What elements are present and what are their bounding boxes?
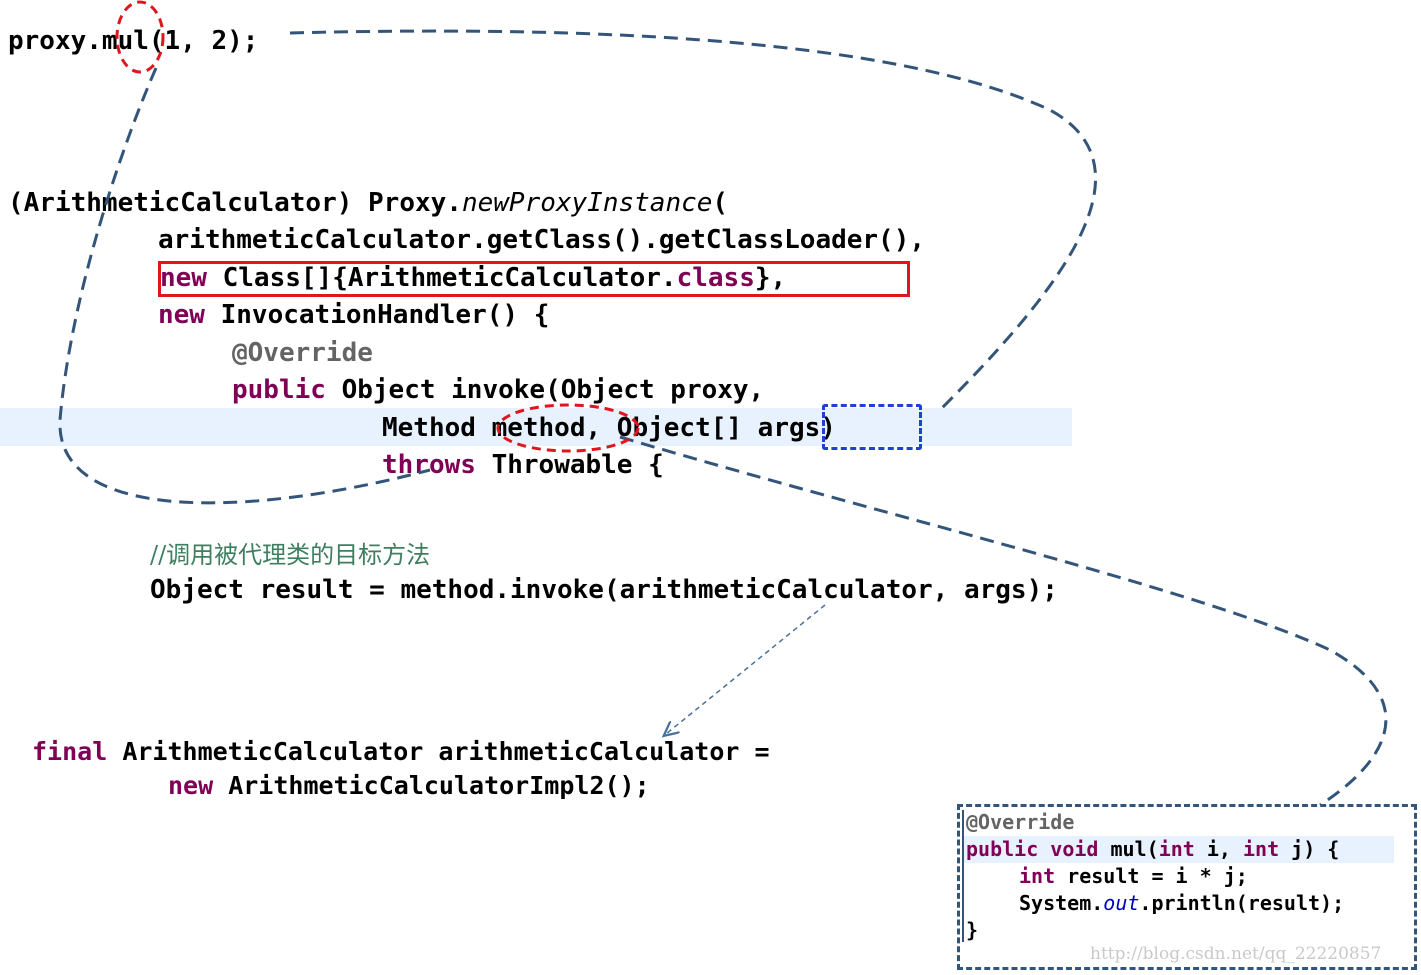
impl-body-line-2: System.out.println(result);	[1019, 890, 1344, 917]
args-blue-box	[822, 404, 922, 450]
keyword-void: void	[1038, 837, 1099, 861]
new-proxy-instance-line: (ArithmeticCalculator) Proxy.newProxyIns…	[8, 185, 728, 223]
throwable-text: Throwable {	[475, 450, 664, 480]
keyword-int: int	[1242, 837, 1280, 861]
method-red-ellipse	[496, 403, 640, 453]
mul-red-ellipse	[115, 0, 165, 74]
system-text: System.	[1019, 891, 1104, 915]
class-array-text: Class[]{ArithmeticCalculator.	[206, 263, 677, 293]
mul-loop-path	[58, 67, 431, 505]
param-i: i,	[1194, 837, 1243, 861]
call-args: (1, 2);	[148, 26, 259, 56]
method-invoke-line: Object result = method.invoke(arithmetic…	[150, 575, 1058, 605]
impl-constructor-text: ArithmeticCalculatorImpl2();	[213, 771, 650, 800]
watermark-text: http://blog.csdn.net/qq_22220857	[1090, 944, 1382, 964]
proxy-call-line: proxy.mul(1, 2);	[8, 23, 258, 61]
call-method-name: mul	[101, 26, 149, 56]
classloader-arg-line: arithmeticCalculator.getClass().getClass…	[158, 225, 926, 255]
invoke-signature-line: public Object invoke(Object proxy,	[232, 372, 764, 410]
mul-to-args-path	[289, 29, 1097, 412]
override-annotation: @Override	[232, 338, 373, 368]
method-to-impl-path	[619, 435, 1388, 807]
result-assign: result = i * j;	[1055, 864, 1248, 888]
println-text: .println(result);	[1139, 891, 1345, 915]
interfaces-arg-line: new Class[]{ArithmeticCalculator.class},	[160, 260, 786, 298]
new-proxy-instance-method: newProxyInstance	[461, 188, 713, 218]
keyword-throws: throws	[382, 450, 476, 480]
declaration-text: ArithmeticCalculator arithmeticCalculato…	[107, 737, 770, 766]
class-array-end: },	[754, 263, 787, 293]
keyword-public: public	[966, 837, 1039, 861]
impl-gutter-line	[962, 810, 964, 942]
keyword-class: class	[676, 263, 755, 293]
call-prefix: proxy.	[8, 26, 102, 56]
invoke-params-line: Method method, Object[] args)	[382, 413, 836, 443]
target-new-line: new ArithmeticCalculatorImpl2();	[168, 768, 650, 804]
keyword-new: new	[158, 300, 205, 330]
interfaces-red-box	[158, 261, 910, 297]
cast-text: (ArithmeticCalculator) Proxy.	[8, 188, 462, 218]
keyword-int: int	[1158, 837, 1195, 861]
impl-line-highlight	[962, 836, 1394, 863]
throws-line: throws Throwable {	[382, 447, 664, 485]
mul-name: mul(	[1098, 837, 1159, 861]
target-declaration-line: final ArithmeticCalculator arithmeticCal…	[32, 734, 770, 770]
chinese-comment: //调用被代理类的目标方法	[150, 541, 431, 569]
current-line-highlight	[0, 408, 1072, 446]
keyword-int: int	[1019, 864, 1056, 888]
keyword-new: new	[160, 263, 207, 293]
invoke-to-target-arrow	[666, 604, 826, 734]
invocation-handler-text: InvocationHandler() {	[204, 300, 550, 330]
keyword-new: new	[168, 771, 214, 800]
invocation-handler-line: new InvocationHandler() {	[158, 297, 549, 335]
out-field: out	[1103, 891, 1140, 915]
keyword-public: public	[232, 375, 326, 405]
open-paren: (	[712, 188, 729, 218]
impl-close-brace: }	[966, 918, 979, 942]
impl-body-line-1: int result = i * j;	[1019, 863, 1248, 890]
invoke-signature-text: Object invoke(Object proxy,	[325, 375, 765, 405]
param-j: j) {	[1279, 837, 1340, 861]
keyword-final: final	[32, 737, 108, 766]
impl-override: @Override	[966, 810, 1075, 834]
impl-method-box	[957, 804, 1417, 970]
impl-signature: public void mul(int i, int j) {	[966, 836, 1339, 863]
